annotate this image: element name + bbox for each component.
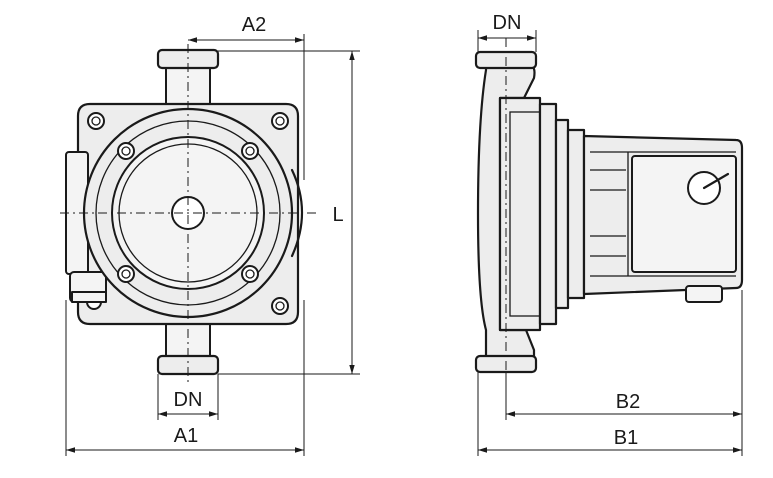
dim-a2-label: A2 — [242, 14, 266, 36]
dim-b1-label: B1 — [614, 427, 638, 449]
dim-dn-front-label: DN — [174, 389, 203, 411]
front-terminal-box — [65, 151, 107, 310]
front-dimensions: A2 L DN A1 — [65, 14, 360, 456]
side-volute — [476, 64, 536, 362]
side-dimensions: DN B2 B1 — [477, 12, 743, 456]
dim-l-label: L — [332, 204, 343, 226]
side-flange-plate — [498, 96, 542, 332]
front-view — [60, 44, 318, 382]
side-ribs — [590, 169, 626, 257]
front-corner-screws — [87, 112, 289, 315]
side-adapter-1 — [554, 118, 570, 310]
side-cable-gland — [685, 285, 723, 303]
front-flange-screws — [117, 142, 259, 283]
side-adapter-2 — [566, 128, 586, 300]
dim-a1-label: A1 — [174, 425, 198, 447]
side-flange-ring — [538, 102, 558, 326]
side-terminal-panel — [631, 155, 737, 273]
side-view — [474, 38, 744, 382]
dim-b2-label: B2 — [616, 391, 640, 413]
dim-dn-side-label: DN — [493, 12, 522, 34]
